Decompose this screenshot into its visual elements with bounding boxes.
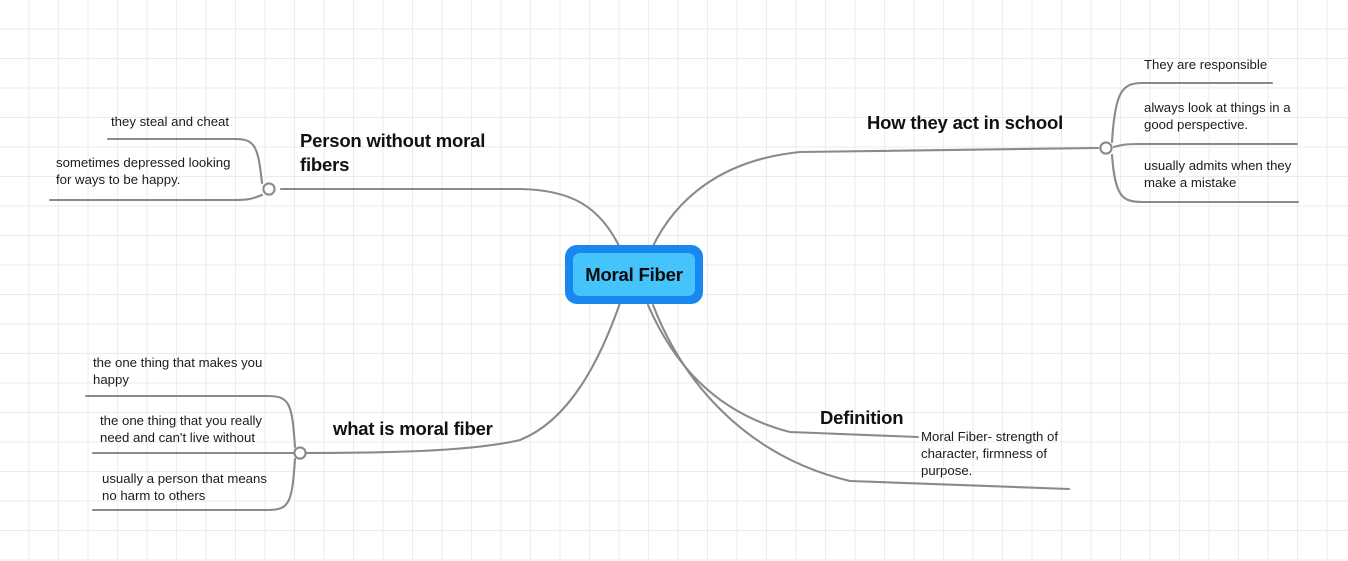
branch-curve-definition-sub <box>651 303 1071 491</box>
sub-connector-good-perspective <box>1112 142 1299 149</box>
leaf-label-admits-mistake[interactable]: usually admits when they make a mistake <box>1144 158 1292 190</box>
junction-what-is-moral-fiber[interactable] <box>293 446 307 460</box>
branch-curve-person-without-moral-fibers <box>279 187 623 252</box>
root-node[interactable]: Moral Fiber <box>565 245 703 304</box>
root-node-fill <box>573 253 695 296</box>
branch-curve-what-is-moral-fiber <box>290 301 622 455</box>
leaf-label-cant-live-without[interactable]: the one thing that you really need and c… <box>100 413 263 445</box>
branch-curve-how-they-act-in-school <box>650 146 1100 250</box>
leaf-label-sometimes-depressed[interactable]: sometimes depressed looking for ways to … <box>56 155 231 187</box>
leaf-label-makes-you-happy[interactable]: the one thing that makes you happy <box>93 355 263 387</box>
sub-connector-they-are-responsible <box>1110 81 1274 144</box>
topic-label-person-without-moral-fibers[interactable]: Person without moral fibers <box>300 130 486 175</box>
sub-connector-admits-mistake <box>1110 153 1300 204</box>
leaf-label-good-perspective[interactable]: always look at things in a good perspect… <box>1144 100 1291 132</box>
junction-person-without-moral-fibers[interactable] <box>262 182 276 196</box>
leaf-label-they-steal-and-cheat[interactable]: they steal and cheat <box>111 114 230 129</box>
branch-curve-definition <box>646 303 920 439</box>
leaf-label-they-are-responsible[interactable]: They are responsible <box>1144 57 1268 72</box>
root-node-label: Moral Fiber <box>585 263 683 285</box>
sub-connector-they-steal-and-cheat <box>106 137 264 185</box>
leaf-label-moral-fiber-strength[interactable]: Moral Fiber- strength of character, firm… <box>921 429 1059 478</box>
sub-connector-no-harm-to-others <box>91 457 297 512</box>
sub-connector-sometimes-depressed <box>48 193 264 202</box>
sub-connector-makes-you-happy <box>84 394 297 449</box>
topic-label-what-is-moral-fiber[interactable]: what is moral fiber <box>333 418 493 439</box>
leaf-label-no-harm-to-others[interactable]: usually a person that means no harm to o… <box>102 471 267 503</box>
junction-how-they-act-in-school[interactable] <box>1099 141 1113 155</box>
topic-label-how-they-act-in-school[interactable]: How they act in school <box>867 112 1064 133</box>
topic-label-definition[interactable]: Definition <box>820 407 904 428</box>
